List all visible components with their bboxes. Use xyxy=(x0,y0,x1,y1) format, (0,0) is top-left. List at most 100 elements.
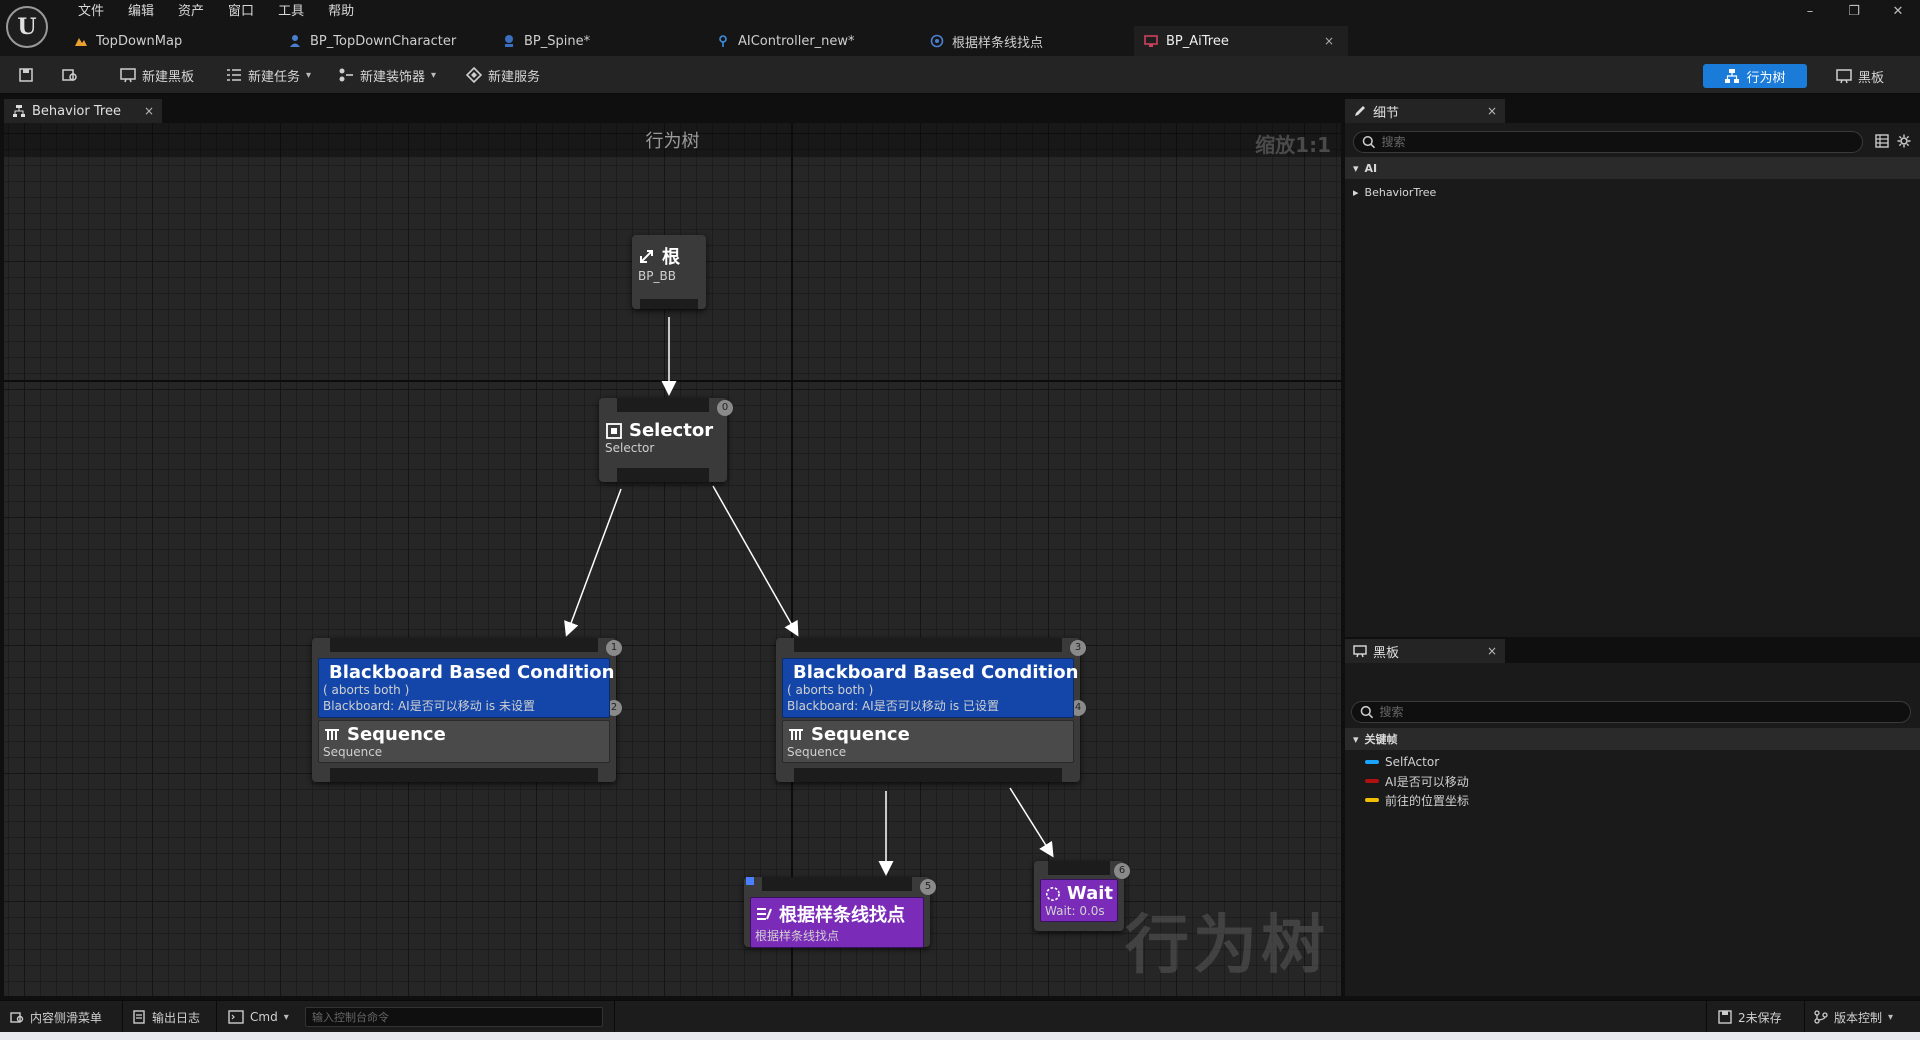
table-view-icon[interactable] xyxy=(1875,134,1889,148)
doc-tab-spline-task[interactable]: 根据样条线找点 xyxy=(920,26,1134,56)
output-log-button[interactable]: 输出日志 xyxy=(132,1007,200,1027)
doc-tab-label: TopDownMap xyxy=(96,33,183,49)
selector-node-title: Selector xyxy=(605,420,721,441)
task-blueprint-icon xyxy=(930,34,944,48)
blackboard-category-keys[interactable]: ▾ 关键帧 xyxy=(1345,728,1920,750)
left-blackboard-condition-decorator[interactable]: Blackboard Based Condition ( aborts both… xyxy=(318,658,614,718)
wire-selector-left xyxy=(564,488,622,637)
details-search[interactable] xyxy=(1353,131,1863,153)
blackboard-icon xyxy=(1353,645,1367,658)
spline-task-title-text: 根据样条线找点 xyxy=(779,905,905,926)
root-node[interactable]: 根 BP_BB xyxy=(632,235,706,309)
doc-tab-aicontroller[interactable]: AIController_new* xyxy=(706,26,920,56)
unreal-logo-icon[interactable]: U xyxy=(6,6,48,48)
right-sequence-input-pin[interactable] xyxy=(794,638,1062,652)
blackboard-key-selfactor[interactable]: SelfActor xyxy=(1365,753,1439,771)
selector-node[interactable]: 0 Selector Selector xyxy=(599,398,733,482)
output-log-icon xyxy=(133,1010,145,1024)
behavior-tree-mode-button[interactable]: 行为树 xyxy=(1703,64,1807,88)
left-sequence-order-badge: 1 xyxy=(606,640,622,656)
selector-input-pin[interactable] xyxy=(617,398,709,412)
save-button[interactable] xyxy=(14,62,38,88)
minimize-button[interactable]: – xyxy=(1806,4,1814,19)
right-decorator-aborts: ( aborts both ) xyxy=(787,683,874,697)
menu-file[interactable]: 文件 xyxy=(78,4,105,19)
tab-blackboard[interactable]: 黑板 × xyxy=(1345,639,1505,663)
doc-tab-topdownmap[interactable]: TopDownMap xyxy=(64,26,278,56)
close-tab-icon[interactable]: × xyxy=(1486,104,1497,118)
behavior-tree-graph[interactable]: 行为树 缩放1:1 根 BP_BB 0 xyxy=(4,123,1341,996)
tab-behavior-tree[interactable]: Behavior Tree × xyxy=(4,99,162,123)
wait-task-node[interactable]: 6 Wait Wait: 0.0s xyxy=(1034,861,1130,931)
spline-task-title: 根据样条线找点 xyxy=(755,901,919,927)
root-output-pin[interactable] xyxy=(640,299,698,309)
doc-tab-bp-aitree[interactable]: BP_AiTree × xyxy=(1134,26,1348,56)
new-decorator-button[interactable]: 新建装饰器 ▾ xyxy=(334,62,440,88)
left-sequence-composite[interactable]: Sequence Sequence xyxy=(318,720,610,763)
new-blackboard-label: 新建黑板 xyxy=(142,69,195,85)
behavior-tree-icon xyxy=(1725,69,1740,83)
character-icon xyxy=(290,35,300,47)
wait-task-input-pin[interactable] xyxy=(1048,861,1110,875)
wire-right-wait-task xyxy=(1009,787,1054,858)
blackboard-mode-button[interactable]: 黑板 xyxy=(1836,64,1884,88)
tab-details-label: 细节 xyxy=(1373,105,1400,121)
right-sequence-composite[interactable]: Sequence Sequence xyxy=(782,720,1074,763)
selector-output-pin[interactable] xyxy=(617,468,709,482)
left-sequence-node[interactable]: 1 2 Blackboard Based Condition ( aborts … xyxy=(312,638,622,782)
content-drawer-button[interactable]: 内容侧滑菜单 xyxy=(10,1007,102,1027)
browse-button[interactable] xyxy=(58,62,82,88)
restore-button[interactable]: ❐ xyxy=(1848,4,1860,19)
cmd-label: Cmd xyxy=(250,1010,278,1024)
left-sequence-output-pin[interactable] xyxy=(330,768,598,782)
graph-header-shade xyxy=(4,123,1341,157)
status-bar: 内容侧滑菜单 输出日志 Cmd ▾ 2未保存 版本控制 ▾ xyxy=(0,1000,1920,1033)
new-service-button[interactable]: 新建服务 xyxy=(462,62,544,88)
menu-tools[interactable]: 工具 xyxy=(278,4,305,19)
title-bar: U 文件 编辑 资产 窗口 工具 帮助 – ❐ ✕ TopDownMap BP_… xyxy=(0,0,1920,56)
wait-task-title: Wait xyxy=(1045,883,1113,904)
spline-task-node[interactable]: 5 根据样条线找点 根据样条线找点 xyxy=(744,877,936,948)
menu-edit[interactable]: 编辑 xyxy=(128,4,155,19)
doc-tab-label: AIController_new* xyxy=(738,33,855,49)
right-blackboard-condition-decorator[interactable]: Blackboard Based Condition ( aborts both… xyxy=(782,658,1078,718)
gear-icon[interactable] xyxy=(1897,134,1911,148)
menu-asset[interactable]: 资产 xyxy=(178,4,205,19)
new-service-label: 新建服务 xyxy=(488,69,541,85)
details-category-ai[interactable]: ▾ AI xyxy=(1345,157,1920,179)
details-row-behaviortree[interactable]: ▸ BehaviorTree xyxy=(1345,181,1920,203)
source-control-button[interactable]: 版本控制 ▾ xyxy=(1814,1007,1893,1027)
details-search-input[interactable] xyxy=(1381,135,1862,149)
cmd-dropdown[interactable]: Cmd ▾ xyxy=(228,1007,289,1027)
right-sequence-node[interactable]: 3 4 Blackboard Based Condition ( aborts … xyxy=(776,638,1086,782)
blackboard-search-input[interactable] xyxy=(1379,705,1910,719)
close-tab-icon[interactable]: × xyxy=(1323,34,1334,48)
blackboard-key-can-move[interactable]: AI是否可以移动 xyxy=(1365,772,1469,790)
spline-task-input-pin[interactable] xyxy=(762,877,912,891)
root-title-text: 根 xyxy=(662,247,680,268)
close-window-button[interactable]: ✕ xyxy=(1892,4,1904,19)
close-tab-icon[interactable]: × xyxy=(143,104,154,118)
blackboard-key-target-location[interactable]: 前往的位置坐标 xyxy=(1365,791,1469,809)
spline-task-subtitle: 根据样条线找点 xyxy=(755,929,840,943)
doc-tab-bp-topdowncharacter[interactable]: BP_TopDownCharacter xyxy=(278,26,492,56)
left-sequence-subtitle: Sequence xyxy=(323,745,383,759)
right-sequence-output-pin[interactable] xyxy=(794,768,1062,782)
blackboard-search[interactable] xyxy=(1351,701,1911,723)
unsaved-button[interactable]: 2未保存 xyxy=(1718,1007,1782,1027)
pencil-icon xyxy=(1355,106,1365,116)
menu-window[interactable]: 窗口 xyxy=(228,4,255,19)
graph-title: 行为树 xyxy=(645,131,700,152)
left-decorator-order-badge: 2 xyxy=(606,700,622,716)
left-sequence-input-pin[interactable] xyxy=(330,638,598,652)
doc-tab-bp-spine[interactable]: BP_Spine* xyxy=(492,26,706,56)
details-category-label: AI xyxy=(1364,161,1378,175)
new-task-button[interactable]: 新建任务 ▾ xyxy=(222,62,315,88)
console-command-input[interactable] xyxy=(305,1007,603,1027)
tab-details[interactable]: 细节 × xyxy=(1345,99,1505,123)
new-task-label: 新建任务 xyxy=(248,69,301,85)
ai-controller-icon xyxy=(719,35,727,47)
new-blackboard-button[interactable]: 新建黑板 xyxy=(116,62,198,88)
close-tab-icon[interactable]: × xyxy=(1486,644,1497,658)
menu-help[interactable]: 帮助 xyxy=(328,4,355,19)
